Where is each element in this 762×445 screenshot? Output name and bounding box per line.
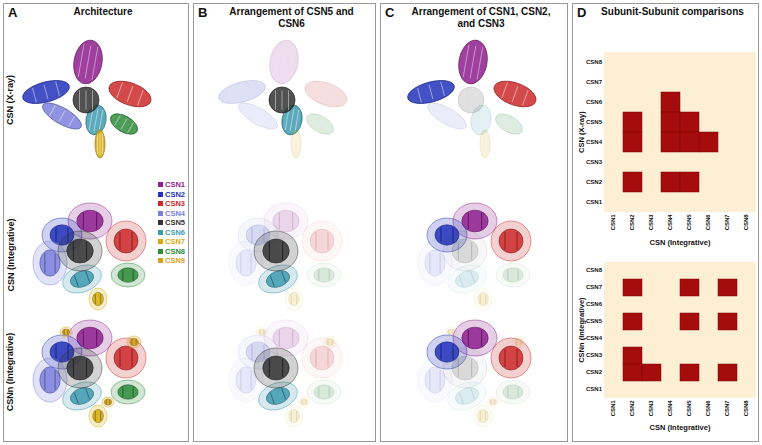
axis-label: CSNn (Integrative)	[578, 297, 586, 362]
axis-label: CSN7	[586, 284, 602, 291]
panel-title: Arrangement of CSN5 and CSN6	[222, 6, 362, 29]
legend-swatch	[158, 192, 163, 197]
legend-item: CSN9	[158, 256, 185, 266]
legend-item: CSN2	[158, 190, 185, 200]
axis-label: CSN8	[743, 400, 750, 416]
axis-label: CSN4	[586, 139, 602, 146]
axis-label: CSN1	[610, 400, 617, 416]
panel-title: Subunit-Subunit comparisons	[589, 6, 756, 18]
legend-item: CSN8	[158, 247, 185, 257]
legend-text: CSN5	[165, 218, 185, 227]
axis-label: CSN2	[586, 179, 602, 186]
axis-label: CSN1	[586, 199, 602, 206]
panel-letter: B	[198, 5, 207, 20]
axis-label: CSN8	[586, 267, 602, 274]
axis-label: CSN4	[586, 335, 602, 342]
axis-label: CSN3	[648, 400, 655, 416]
axis-label: CSN6	[586, 301, 602, 308]
legend-swatch	[158, 249, 163, 254]
axis-label: CSN6	[586, 99, 602, 106]
legend: CSN1CSN2CSN3CSN4CSN5CSN6CSN7CSN8CSN9	[158, 180, 185, 266]
axis-label: CSN6	[705, 400, 712, 416]
axis-label: CSN5	[586, 318, 602, 325]
figure-panel: C Arrangement of CSN1, CSN2, and CSN3	[380, 3, 568, 442]
axis-label: CSN5	[686, 214, 693, 230]
panel-letter: D	[577, 5, 586, 20]
axis-label: CSN3	[586, 159, 602, 166]
legend-text: CSN6	[165, 228, 185, 237]
axis-label: CSN7	[586, 79, 602, 86]
legend-swatch	[158, 220, 163, 225]
legend-item: CSN7	[158, 237, 185, 247]
axis-label: CSN8	[743, 214, 750, 230]
axis-label: CSN (X-ray)	[578, 111, 586, 153]
axis-label: CSN5	[686, 400, 693, 416]
legend-swatch	[158, 211, 163, 216]
legend-item: CSN3	[158, 199, 185, 209]
axis-label: CSN7	[724, 214, 731, 230]
legend-text: CSN2	[165, 190, 185, 199]
row-label: CSN (X-ray)	[6, 75, 16, 125]
axis-label: CSN3	[586, 352, 602, 359]
legend-item: CSN1	[158, 180, 185, 190]
legend-item: CSN4	[158, 209, 185, 219]
panel-title: Arrangement of CSN1, CSN2, and CSN3	[406, 6, 556, 29]
panel-letter: A	[8, 5, 17, 20]
axis-label: CSN (Integrative)	[650, 424, 711, 432]
axis-label: CSN1	[610, 214, 617, 230]
figure-panel: B Arrangement of CSN5 and CSN6	[193, 3, 376, 442]
legend-item: CSN5	[158, 218, 185, 228]
axis-label: CSN2	[586, 369, 602, 376]
legend-text: CSN1	[165, 180, 185, 189]
axis-label: CSN7	[724, 400, 731, 416]
figure-panel: DSubunit-Subunit comparisons	[572, 3, 759, 442]
legend-swatch	[158, 230, 163, 235]
legend-swatch	[158, 201, 163, 206]
legend-text: CSN7	[165, 237, 185, 246]
row-label: CSNn (Integrative)	[6, 333, 16, 412]
axis-label: CSN (Integrative)	[650, 239, 711, 247]
axis-label: CSN6	[705, 214, 712, 230]
panel-title: Architecture	[28, 6, 178, 18]
axis-label: CSN1	[586, 386, 602, 393]
legend-text: CSN3	[165, 199, 185, 208]
legend-item: CSN6	[158, 228, 185, 238]
legend-text: CSN8	[165, 247, 185, 256]
axis-label: CSN4	[667, 400, 674, 416]
legend-swatch	[158, 182, 163, 187]
panel-letter: C	[385, 5, 394, 20]
row-label: CSN (Integrative)	[6, 218, 16, 291]
axis-label: CSN5	[586, 119, 602, 126]
axis-label: CSN8	[586, 59, 602, 66]
legend-swatch	[158, 258, 163, 263]
axis-label: CSN4	[667, 214, 674, 230]
axis-label: CSN2	[629, 214, 636, 230]
legend-swatch	[158, 239, 163, 244]
axis-label: CSN2	[629, 400, 636, 416]
axis-label: CSN3	[648, 214, 655, 230]
legend-text: CSN4	[165, 209, 185, 218]
legend-text: CSN9	[165, 256, 185, 265]
